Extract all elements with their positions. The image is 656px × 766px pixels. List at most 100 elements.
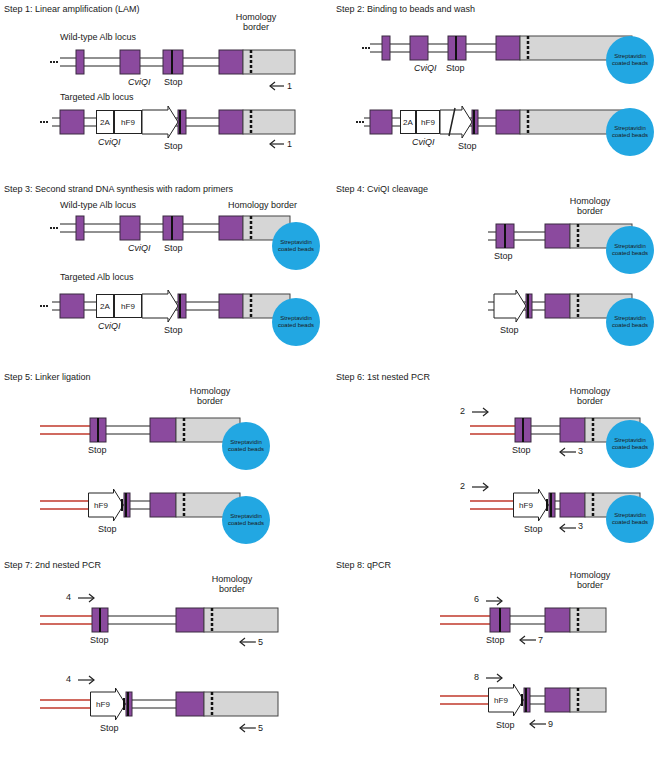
step-title: Step 1: Linear amplification (LAM) <box>4 4 140 14</box>
dna-strand <box>530 696 545 697</box>
exon-block <box>120 216 140 240</box>
insert-arrow-shape <box>142 106 178 138</box>
stop-mark <box>499 608 501 632</box>
homology-border-mark <box>250 216 253 240</box>
insert-arrow-shape <box>489 684 524 716</box>
dna-strand <box>132 700 176 701</box>
exon-block <box>545 294 570 318</box>
primer-arrow <box>78 679 94 680</box>
insert-arrow: hF9 <box>488 684 524 716</box>
primer-arrow <box>270 85 284 86</box>
exon-block <box>219 216 243 240</box>
insert-arrow: hF9 <box>90 688 126 720</box>
homology-border-mark <box>211 692 214 716</box>
dna-strand <box>555 509 560 510</box>
exon-block <box>178 110 186 134</box>
primer-arrow <box>486 677 502 678</box>
exon-block <box>526 294 532 318</box>
dna-strand <box>106 434 150 435</box>
linker-strand <box>40 500 90 502</box>
dna-strand <box>60 232 243 233</box>
site-label: CviQI <box>128 77 151 87</box>
homology-border-mark <box>250 50 253 74</box>
dna-strand <box>130 509 150 510</box>
linker-strand <box>40 433 92 435</box>
homology-arm <box>243 50 295 74</box>
exon-block <box>219 294 243 318</box>
exon-block <box>178 294 186 318</box>
step-title: Step 8: qPCR <box>336 560 391 570</box>
homology-border-mark <box>211 608 214 632</box>
dna-strand <box>531 426 560 427</box>
exon-block <box>150 418 176 442</box>
continuation-dots <box>46 305 48 307</box>
exon-block <box>448 36 466 60</box>
continuation-dots <box>46 121 48 123</box>
dna-strand <box>108 616 176 617</box>
insert-box: 2A <box>96 110 114 134</box>
stop-label: Stop <box>458 141 477 151</box>
primer-arrow <box>560 451 576 452</box>
primer-arrow-head <box>560 448 565 456</box>
linker-strand <box>440 695 490 697</box>
primer-number: 6 <box>474 594 479 604</box>
primer-arrow-head <box>560 524 565 532</box>
node-text: Streptavidin coated beads <box>611 125 649 138</box>
locus-label: Targeted Alb locus <box>60 272 134 282</box>
bead-circle: Streptavidin coated beads <box>606 108 654 156</box>
dna-strand <box>530 704 545 705</box>
linker-strand <box>40 508 90 510</box>
exon-block <box>60 110 84 134</box>
step-title: Step 7: 2nd nested PCR <box>4 560 101 570</box>
exon-block <box>496 224 514 248</box>
primer-number: 5 <box>258 637 263 647</box>
continuation-dots <box>40 305 42 307</box>
stop-mark <box>121 499 123 511</box>
exon-block <box>150 493 176 517</box>
node-text: Streptavidin coated beads <box>227 513 265 526</box>
homology-border-mark <box>592 493 595 517</box>
stop-mark <box>127 692 129 716</box>
bead-circle: Streptavidin coated beads <box>222 422 270 470</box>
dna-strand <box>531 434 560 435</box>
continuation-dots <box>56 227 58 229</box>
homology-border-mark <box>577 294 580 318</box>
homology-border-mark <box>250 110 253 134</box>
exon-block <box>545 224 570 248</box>
site-label: CviQI <box>412 137 435 147</box>
exon-block <box>472 110 478 134</box>
node-text: hF9 <box>121 302 135 311</box>
dna-strand <box>130 501 150 502</box>
node-text: Streptavidin coated beads <box>611 437 649 450</box>
homology-arm <box>570 608 606 632</box>
exon-block <box>163 50 183 74</box>
exon-block <box>560 418 585 442</box>
exon-block <box>560 493 585 517</box>
stop-mark <box>171 216 173 240</box>
stop-mark <box>527 294 529 318</box>
node-text: Streptavidin coated beads <box>227 439 265 452</box>
stop-mark <box>123 698 125 710</box>
stop-mark <box>125 493 127 517</box>
node-text: hF9 <box>96 700 110 709</box>
primer-number: 1 <box>287 81 292 91</box>
continuation-dots <box>43 305 45 307</box>
stop-mark <box>525 688 527 712</box>
primer-arrow <box>78 597 94 598</box>
linker-strand <box>470 433 515 435</box>
homology-arm <box>204 692 278 716</box>
bead-circle: Streptavidin coated beads <box>606 495 654 543</box>
stop-label: Stop <box>98 524 117 534</box>
stop-label: Stop <box>164 141 183 151</box>
continuation-dots <box>368 47 370 49</box>
primer-arrow-head <box>497 674 502 682</box>
site-label: CviQI <box>98 321 121 331</box>
bead-circle: Streptavidin coated beads <box>272 298 320 346</box>
stop-label: Stop <box>164 77 183 87</box>
primer-arrow <box>472 411 488 412</box>
node-text: Streptavidin coated beads <box>611 512 649 525</box>
linker-strand <box>440 623 490 625</box>
stop-mark <box>99 608 101 632</box>
node-text: hF9 <box>121 118 135 127</box>
